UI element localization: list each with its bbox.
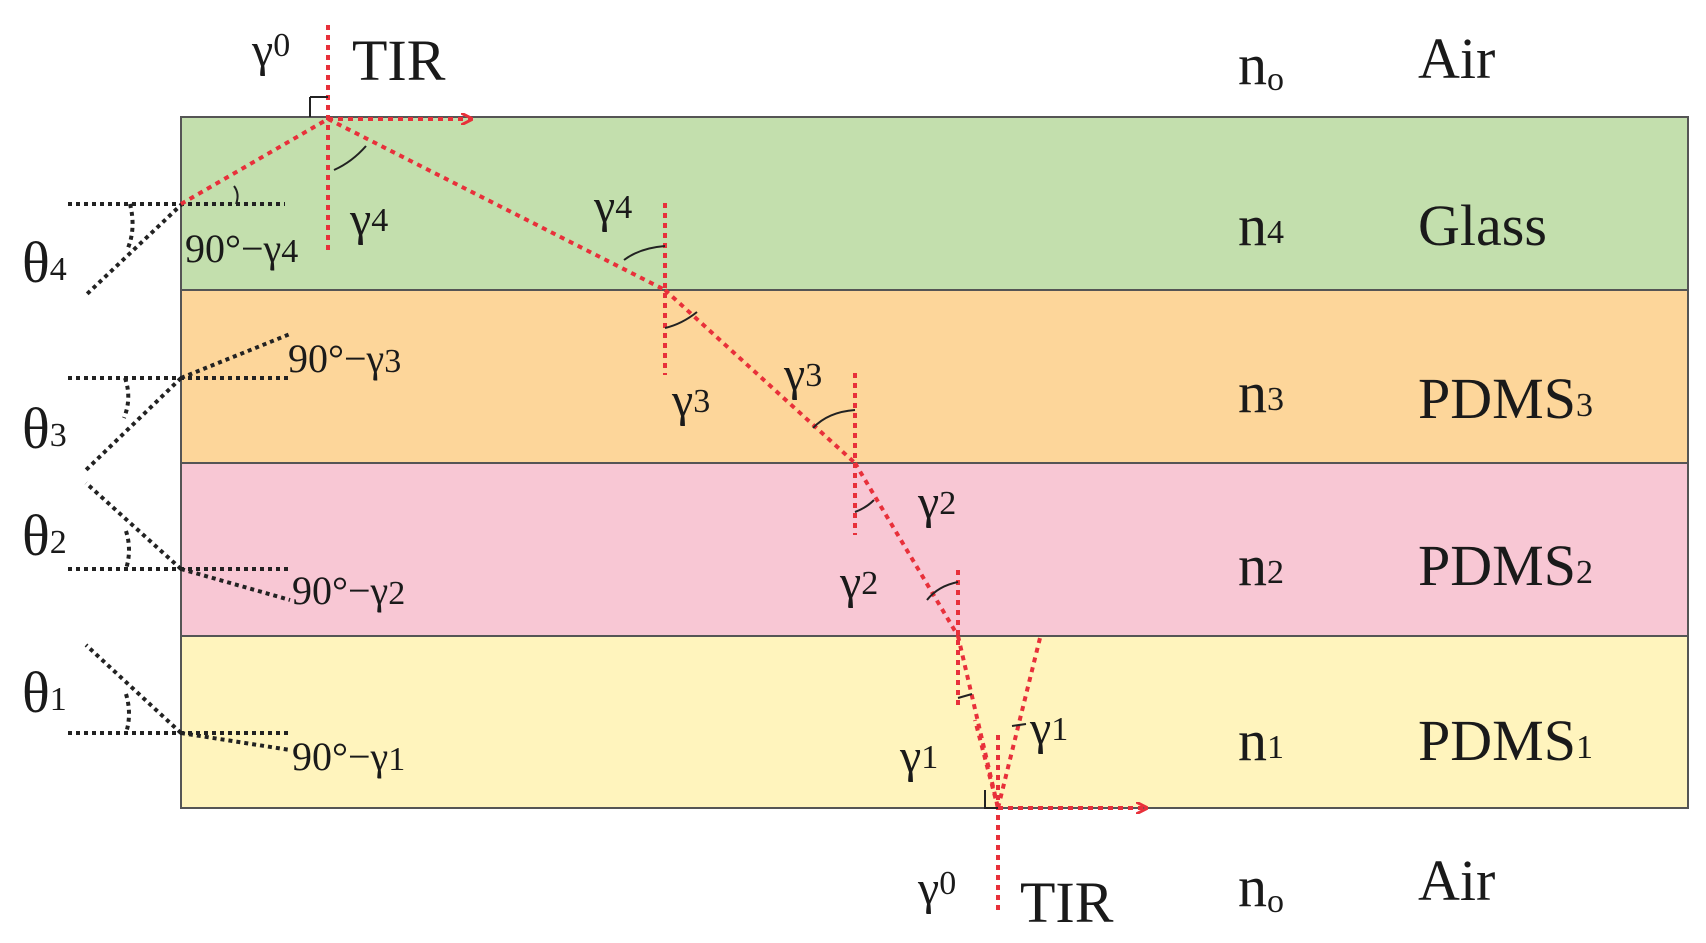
gamma2-upper: γ2 [917,476,956,529]
complement-gamma4: 90°−γ4 [185,226,298,271]
theta1-label: θ1 [22,660,67,725]
pdms3-name: PDMS3 [1418,366,1593,431]
theta3-label: θ3 [22,396,67,461]
tir-top-label: TIR [352,28,446,93]
gamma0-bottom: γ0 [917,862,956,915]
layer-pdms3 [180,289,1689,464]
complement-gamma3: 90°−γ3 [288,336,401,381]
theta4-construction [68,185,285,297]
light-ray [179,119,1145,808]
bottom-medium-index: no [1238,854,1284,920]
gamma2-lower: γ2 [839,556,878,609]
pdms2-index: n2 [1238,533,1284,598]
pdms3-index: n3 [1238,360,1284,425]
gamma3-left: γ3 [671,374,710,427]
glass-name: Glass [1418,193,1547,258]
theta3-construction [68,332,291,472]
angle-marks [309,96,1027,809]
top-medium-name: Air [1418,26,1495,91]
theta2-construction [68,481,291,602]
layer-glass [180,116,1689,291]
gamma3-right: γ3 [783,348,822,401]
layer-pdms1 [180,635,1689,809]
theta1-construction [68,643,291,752]
complement-gamma2: 90°−γ2 [292,568,405,613]
complement-gamma1: 90°−γ1 [292,734,405,779]
layer-pdms2 [180,462,1689,637]
gamma1-right: γ1 [1029,702,1068,755]
gamma1-left: γ1 [899,730,938,783]
tir-bottom-label: TIR [1020,870,1114,935]
theta2-label: θ2 [22,503,67,568]
gamma0-top: γ0 [251,24,290,77]
glass-index: n4 [1238,193,1284,258]
pdms1-index: n1 [1238,708,1284,773]
theta4-label: θ4 [22,230,67,295]
pdms2-name: PDMS2 [1418,533,1593,598]
gamma4-left: γ4 [349,193,388,246]
gamma4-right: γ4 [593,180,632,233]
pdms1-name: PDMS1 [1418,708,1593,773]
top-medium-index: no [1238,32,1284,98]
bottom-medium-name: Air [1418,848,1495,913]
